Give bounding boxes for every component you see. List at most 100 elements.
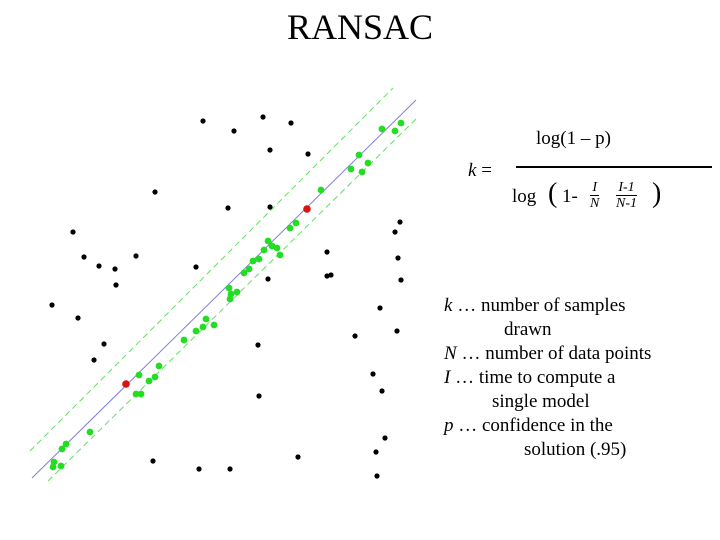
outlier-point xyxy=(324,249,330,255)
sample-point xyxy=(122,380,130,388)
outlier-point xyxy=(267,147,273,153)
outlier-point xyxy=(352,333,358,339)
formula-numerator: log(1 – p) xyxy=(536,128,611,149)
inlier-point xyxy=(155,362,163,370)
outlier-point xyxy=(81,254,87,260)
inlier-point xyxy=(378,125,386,133)
den-open-paren: ( xyxy=(548,178,558,209)
outlier-point xyxy=(265,276,271,282)
outlier-point xyxy=(152,189,158,195)
den-close-paren: ) xyxy=(652,178,662,209)
outlier-point xyxy=(374,473,380,479)
legend-p: p … confidence in the xyxy=(444,414,714,438)
inlier-point xyxy=(132,390,140,398)
formula-fraction-bar xyxy=(516,166,712,168)
inlier-point xyxy=(245,265,253,273)
frac1-num: I xyxy=(590,180,600,196)
ransac-formula: k = log(1 – p) log ( 1- I N I-1 N-1 ) xyxy=(460,122,712,232)
outlier-point xyxy=(398,277,404,283)
outlier-point xyxy=(382,435,388,441)
outlier-point xyxy=(91,357,97,363)
outlier-point xyxy=(397,219,403,225)
inlier-point xyxy=(202,315,210,323)
formula-equals: = xyxy=(481,160,492,181)
frac1-den: N xyxy=(590,196,600,211)
outlier-point xyxy=(196,466,202,472)
inlier-point xyxy=(249,257,257,265)
legend-i-var: I xyxy=(444,367,451,388)
legend-p-var: p xyxy=(444,415,454,436)
outlier-point xyxy=(75,315,81,321)
formula-lhs: k = xyxy=(468,160,492,182)
inlier-point xyxy=(317,186,325,194)
outlier-point xyxy=(200,118,206,124)
den-log: log xyxy=(512,186,537,207)
outlier-point xyxy=(101,341,107,347)
outlier-point xyxy=(193,264,199,270)
inlier-point xyxy=(57,462,65,470)
outlier-point xyxy=(150,458,156,464)
inlier-point xyxy=(358,168,366,176)
inlier-point xyxy=(355,151,363,159)
threshold-lower-line xyxy=(47,117,418,482)
outlier-point xyxy=(96,263,102,269)
frac-i-over-n: I N xyxy=(590,180,600,211)
inlier-point xyxy=(364,159,372,167)
inlier-point xyxy=(233,288,241,296)
outlier-point xyxy=(395,255,401,261)
inlier-point xyxy=(180,336,188,344)
outlier-point xyxy=(256,393,262,399)
inlier-point xyxy=(199,323,207,331)
outlier-point xyxy=(113,282,119,288)
outlier-point xyxy=(373,449,379,455)
inlier-point xyxy=(145,377,153,385)
outlier-point xyxy=(394,328,400,334)
inlier-point xyxy=(397,119,405,127)
inlier-point xyxy=(62,440,70,448)
outlier-point xyxy=(328,272,334,278)
outlier-point xyxy=(133,253,139,259)
inlier-point xyxy=(227,290,235,298)
data-points xyxy=(49,114,405,479)
formula-k: k xyxy=(468,160,477,181)
frac-i1-over-n1: I-1 N-1 xyxy=(616,180,637,211)
inlier-point xyxy=(240,269,248,277)
inlier-point xyxy=(286,224,294,232)
inlier-point xyxy=(58,445,66,453)
inlier-point xyxy=(255,255,263,263)
inlier-point xyxy=(225,284,233,292)
inlier-point xyxy=(49,463,57,471)
inlier-point xyxy=(151,373,159,381)
threshold-upper-line xyxy=(29,87,394,452)
outlier-point xyxy=(267,204,273,210)
legend-n-text: … number of data points xyxy=(456,343,652,364)
outlier-point xyxy=(379,388,385,394)
outlier-point xyxy=(49,302,55,308)
inlier-point xyxy=(391,127,399,135)
legend-n: N … number of data points xyxy=(444,342,714,366)
legend-p-cont: solution (.95) xyxy=(524,439,627,460)
inlier-point xyxy=(264,237,272,245)
inlier-point xyxy=(347,165,355,173)
outlier-point xyxy=(112,266,118,272)
outlier-point xyxy=(377,305,383,311)
frac2-den: N-1 xyxy=(616,196,637,211)
outlier-point xyxy=(225,205,231,211)
inlier-point xyxy=(260,246,268,254)
outlier-point xyxy=(324,273,330,279)
outlier-point xyxy=(231,128,237,134)
legend-p-text: … confidence in the xyxy=(453,415,613,436)
outlier-point xyxy=(305,151,311,157)
outlier-point xyxy=(70,229,76,235)
inlier-point xyxy=(135,371,143,379)
inlier-point xyxy=(192,327,200,335)
formula-denominator: log ( 1- I N I-1 N-1 ) xyxy=(512,176,720,226)
inlier-point xyxy=(273,244,281,252)
outlier-point xyxy=(295,454,301,460)
slide-title: RANSAC xyxy=(286,7,434,47)
outlier-point xyxy=(227,466,233,472)
fitted-line xyxy=(31,99,417,479)
den-one-minus: 1- xyxy=(562,186,578,207)
legend-i-cont: single model xyxy=(492,391,590,412)
